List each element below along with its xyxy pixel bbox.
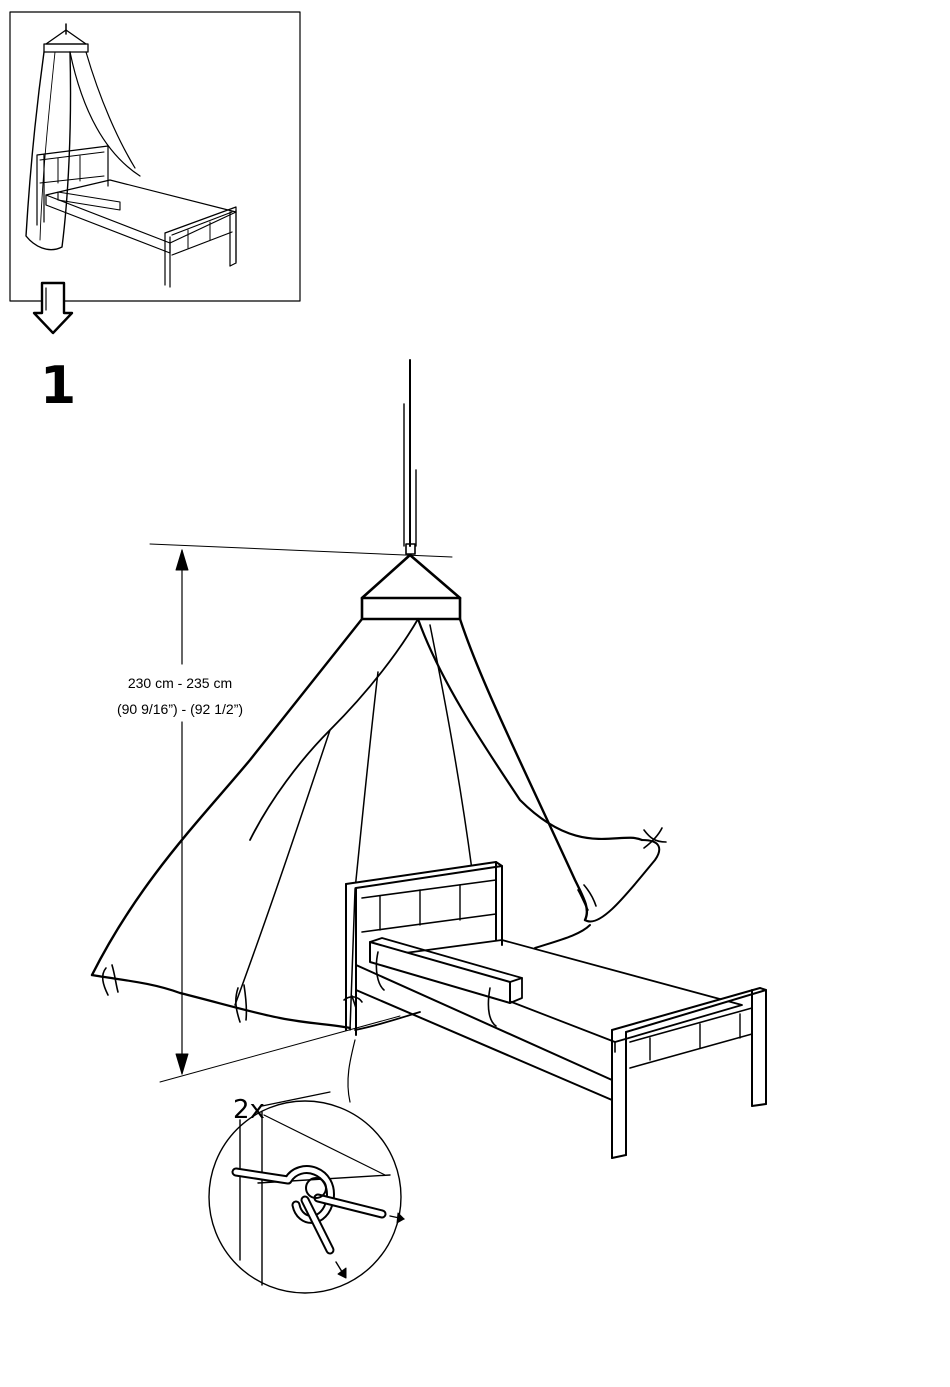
height-dimension [150,544,452,1082]
knot-detail-callout [209,1040,404,1293]
height-metric-label: 230 cm - 235 cm [80,675,280,691]
inset-frame [10,12,300,301]
step-number: 1 [40,360,76,412]
overview-inset [10,12,300,301]
bed-illustration [344,862,766,1158]
height-imperial-label: (90 9/16”) - (92 1/2”) [80,701,280,717]
down-arrow-icon [34,283,72,333]
quantity-label: 2x [233,1095,265,1125]
